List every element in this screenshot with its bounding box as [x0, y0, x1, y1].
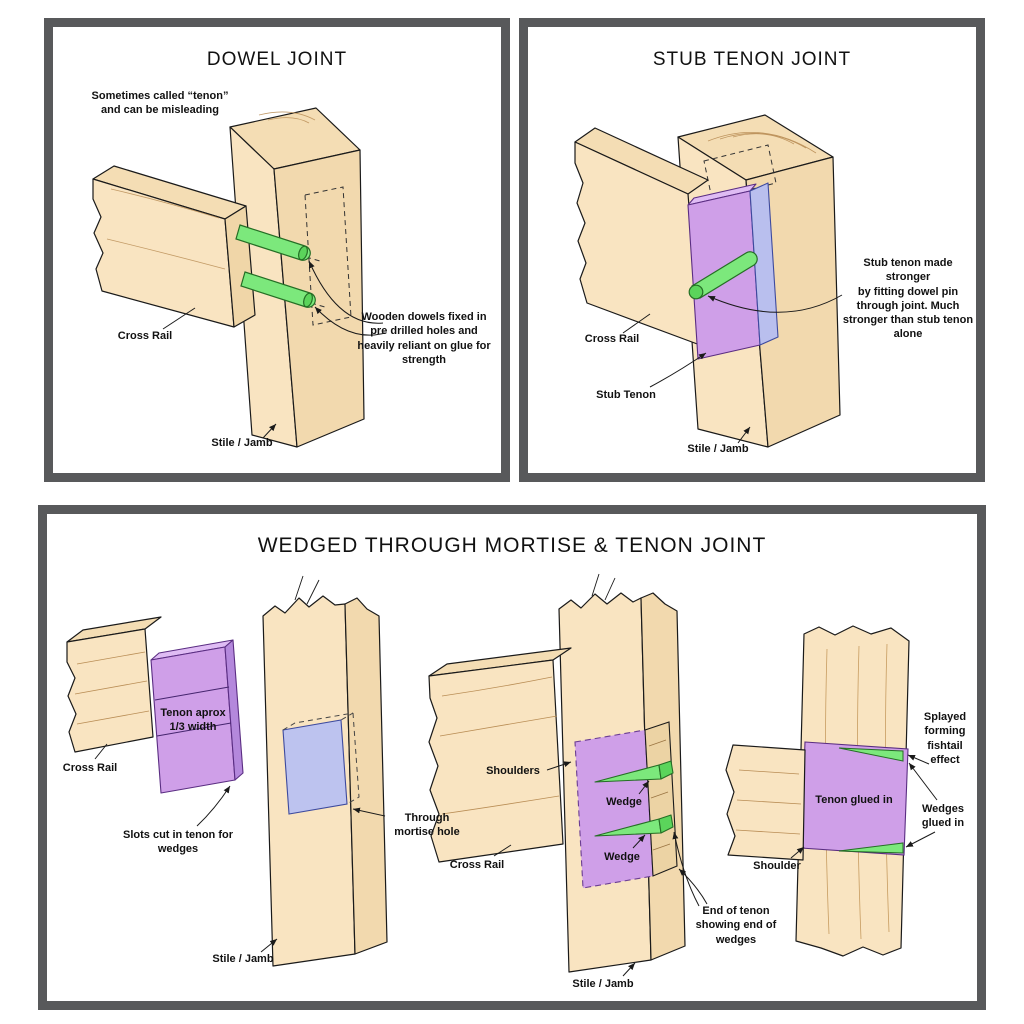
front-view-wedges — [838, 747, 904, 854]
wedge-top-label: Wedge — [606, 796, 642, 808]
shoulders-label: Shoulders — [486, 765, 540, 777]
wedges-glued-label: Wedges glued in — [921, 803, 965, 830]
tenon-width-label: Tenon aprox 1/3 width — [160, 707, 226, 734]
dowel-pin — [688, 251, 758, 300]
cross-rail — [574, 127, 709, 346]
stub-tenon-title: STUB TENON JOINT — [652, 49, 852, 70]
wood-grain — [106, 111, 316, 270]
panel-stub-tenon-joint: STUB TENON JOINT Cross Rail Stub Tenon S… — [519, 18, 985, 482]
end-grain-arcs — [707, 132, 817, 154]
shoulder-label: Shoulder — [753, 860, 801, 872]
stub-tenon-drawing — [574, 114, 843, 448]
tenon-glued-label: Tenon glued in — [815, 794, 893, 806]
exploded-stile-label: Stile / Jamb — [212, 953, 274, 965]
front-view-rail — [725, 744, 806, 861]
leader-lines — [622, 294, 843, 444]
slots-note: Slots cut in tenon for wedges — [123, 829, 233, 856]
panel-wedged-mortise-tenon: WEDGED THROUGH MORTISE & TENON JOINT Ten… — [38, 505, 986, 1010]
dowel-joint-title: DOWEL JOINT — [206, 49, 348, 70]
splayed-note: Splayed forming fishtail effect — [923, 711, 967, 766]
dowel-misleading-note: Sometimes called “tenon” and can be misl… — [91, 90, 229, 117]
wedge-bottom-label: Wedge — [604, 851, 640, 863]
hidden-mortise — [703, 144, 777, 200]
dowel-stile-label: Stile / Jamb — [211, 437, 273, 449]
dowel-note: Wooden dowels fixed in pre drilled holes… — [357, 311, 491, 366]
assembled-cross-rail — [428, 647, 572, 863]
wedged-tenon-title: WEDGED THROUGH MORTISE & TENON JOINT — [257, 534, 767, 557]
wedges — [594, 760, 674, 837]
stub-cross-rail-label: Cross Rail — [584, 333, 640, 345]
stub-tenon-label: Stub Tenon — [596, 389, 656, 401]
stile-post — [229, 107, 365, 448]
wedged-tenon-drawing — [66, 573, 938, 977]
assembled-cross-rail-label: Cross Rail — [449, 859, 505, 871]
leader-lines — [94, 743, 938, 977]
exploded-tenon — [150, 639, 244, 794]
end-of-tenon-note: End of tenon showing end of wedges — [695, 905, 777, 946]
assembled-tenon-through — [574, 729, 654, 889]
through-mortise-label: Through mortise hole — [394, 812, 460, 839]
leader-lines — [162, 260, 386, 439]
dowel-cross-rail-label: Cross Rail — [117, 330, 173, 342]
panel-dowel-joint: DOWEL JOINT Sometimes called “tenon” and… — [44, 18, 510, 482]
dowels — [235, 224, 316, 308]
dowel-joint-drawing — [92, 107, 386, 448]
front-view-rail-grain — [735, 769, 802, 835]
stub-stile-label: Stile / Jamb — [687, 443, 749, 455]
exploded-cross-rail — [66, 616, 162, 753]
through-mortise-hole — [282, 712, 360, 815]
stub-tenon-note: Stub tenon made stronger by fitting dowe… — [842, 257, 974, 341]
assembled-stile-label: Stile / Jamb — [572, 978, 634, 990]
exploded-cross-rail-label: Cross Rail — [62, 762, 118, 774]
assembled-rail-grain — [439, 676, 560, 815]
exploded-rail-grain — [74, 651, 150, 725]
